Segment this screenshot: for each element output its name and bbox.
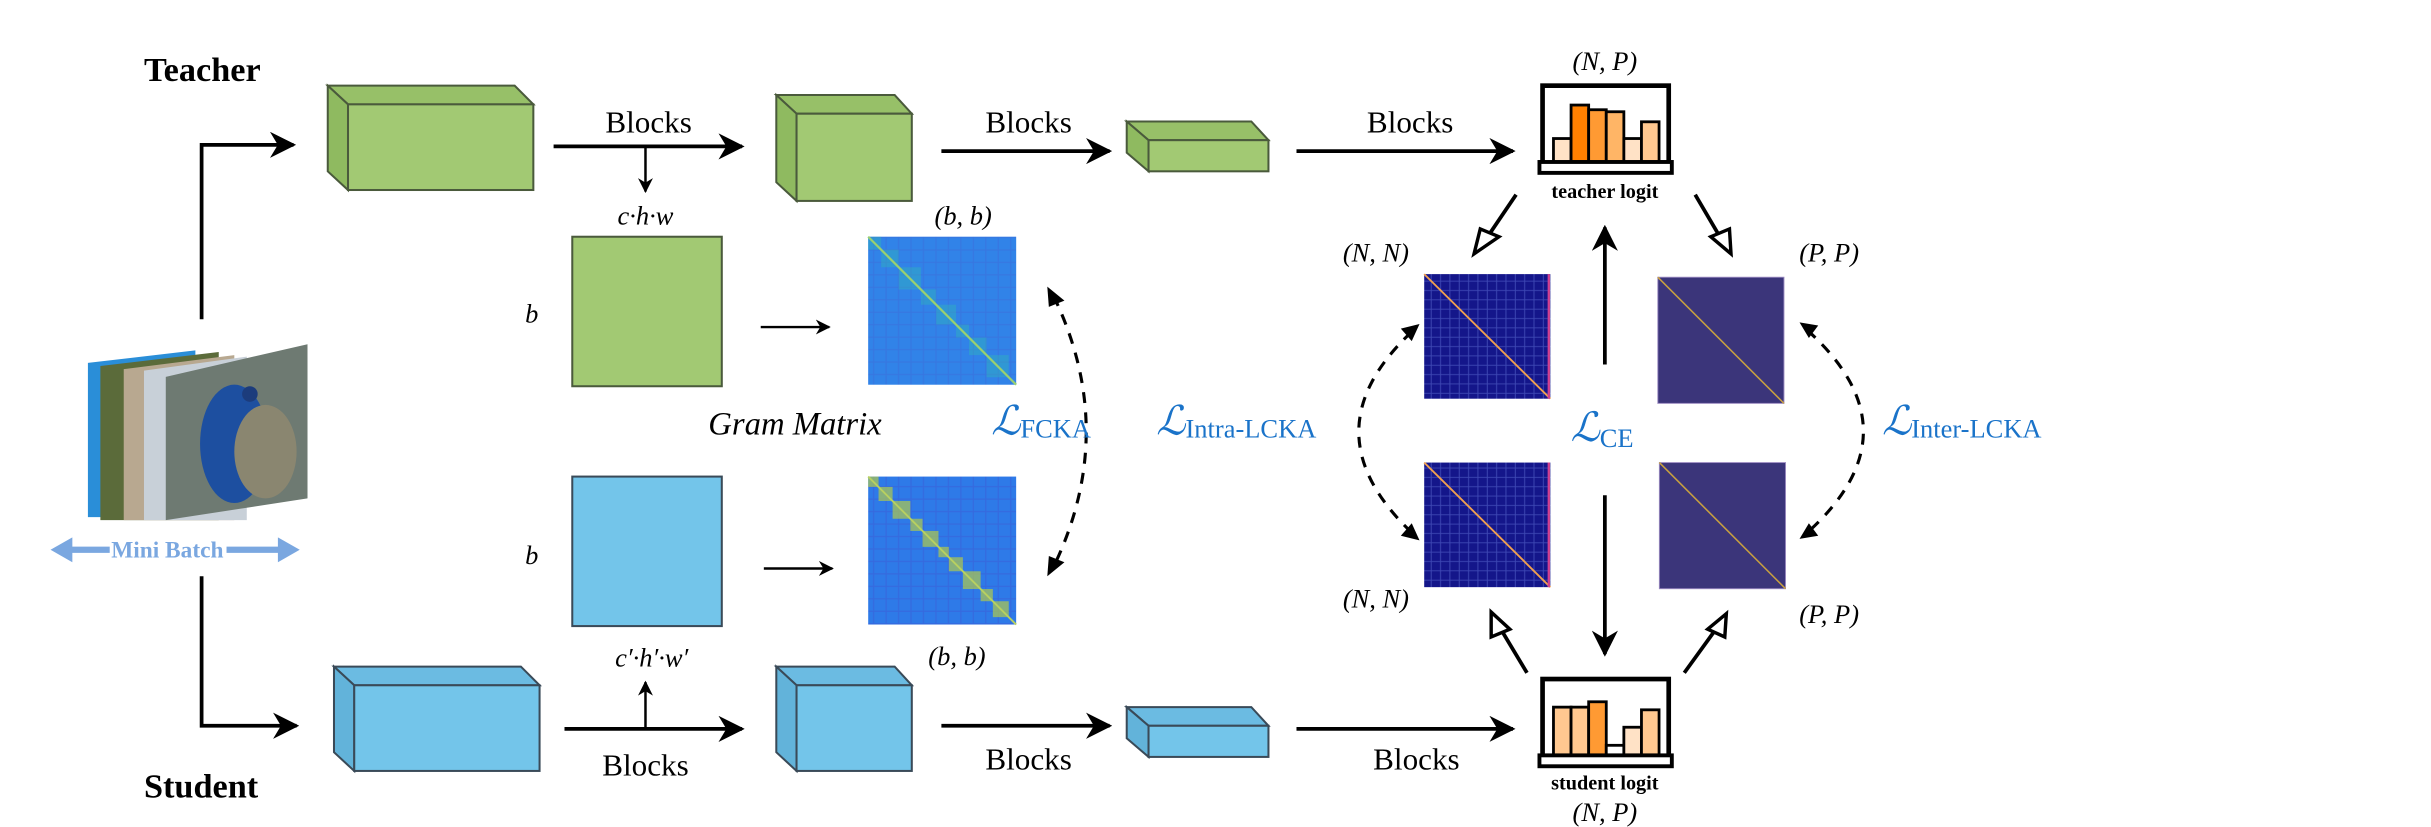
teacher-logit-label: teacher logit [1551,181,1658,203]
student-logit-shape: (N, P) [1573,797,1638,827]
intra-lcka-dashed-arc [1357,330,1413,534]
teacher-label: Teacher [144,51,261,89]
teacher-intra-matrix [1423,273,1552,400]
fcka-dashed-arc [1052,295,1088,568]
open-arrowhead [1489,608,1513,640]
open-arrowhead [1704,609,1729,640]
teacher-gram-shape: (b, b) [935,200,992,230]
teacher-logit-chart [1537,83,1674,175]
student-feature-1 [331,664,543,774]
student-to-inter-arrow [1682,626,1719,674]
teacher-flattened-features [571,235,723,388]
teacher-flat-dims: c·h·w [618,200,674,230]
mini-batch-images [87,344,308,521]
open-arrowhead [1471,226,1503,258]
mini-batch-label: Mini Batch [111,538,223,564]
teacher-inter-matrix [1657,276,1785,404]
student-flat-dims: c′·h′·w′ [615,643,689,673]
student-batch-dim: b [525,540,538,570]
student-gram-shape: (b, b) [928,641,985,671]
student-logit-bar-3 [1587,700,1608,757]
student-label: Student [144,767,259,805]
teacher-gram-matrix [867,235,1017,386]
student-feature-2 [773,664,915,774]
student-logit-label: student logit [1551,773,1659,795]
student-intra-matrix [1423,461,1552,588]
teacher-batch-dim: b [525,298,538,328]
student-blocks-label-3: Blocks [1373,741,1459,776]
teacher-logit-bar-4 [1604,110,1626,164]
student-inter-matrix [1658,462,1787,590]
student-logit-bar-6 [1640,708,1661,757]
fcka-loss-label: ℒFCKA [991,397,1091,445]
teacher-logit-bar-2 [1569,103,1591,164]
student-blocks-label-1: Blocks [602,748,688,783]
teacher-blocks-label-1: Blocks [605,104,691,139]
student-to-intra-arrow [1497,625,1529,674]
teacher-logit-bar-6 [1640,120,1661,164]
intra-lcka-loss-label: ℒIntra-LCKA [1156,397,1316,445]
student-input-arrow [199,576,300,739]
teacher-logit-shape: (N, P) [1573,46,1638,76]
teacher-logit-bar-1 [1552,137,1573,164]
mini-batch-arrow: Mini Batch [50,537,300,564]
inter-lcka-dashed-arc [1806,329,1865,534]
teacher-intra-shape: (N, N) [1343,238,1409,268]
teacher-inter-shape: (P, P) [1799,238,1859,268]
student-flattened-features [571,475,723,628]
teacher-blocks-label-2: Blocks [985,104,1071,139]
student-blocks-label-2: Blocks [985,741,1071,776]
teacher-input-arrow [199,131,297,320]
student-logit-bar-1 [1552,705,1573,757]
teacher-feature-2 [773,92,915,204]
teacher-feature-1 [325,83,536,193]
student-logit-bar-5 [1622,725,1643,757]
ce-loss-label: ℒCE [1571,403,1634,453]
inter-lcka-loss-label: ℒInter-LCKA [1882,397,2041,445]
teacher-logit-bar-5 [1622,137,1643,164]
student-logit-bar-2 [1569,705,1591,757]
teacher-logit-bar-3 [1587,108,1608,164]
open-arrowhead [1707,226,1733,258]
student-gram-matrix [867,475,1017,626]
student-intra-shape: (N, N) [1343,583,1409,613]
student-feature-3 [1123,704,1271,760]
gram-matrix-label: Gram Matrix [708,407,882,443]
student-logit-chart [1537,676,1674,769]
teacher-blocks-label-3: Blocks [1367,104,1453,139]
teacher-feature-3 [1123,119,1271,174]
student-inter-shape: (P, P) [1799,599,1859,629]
